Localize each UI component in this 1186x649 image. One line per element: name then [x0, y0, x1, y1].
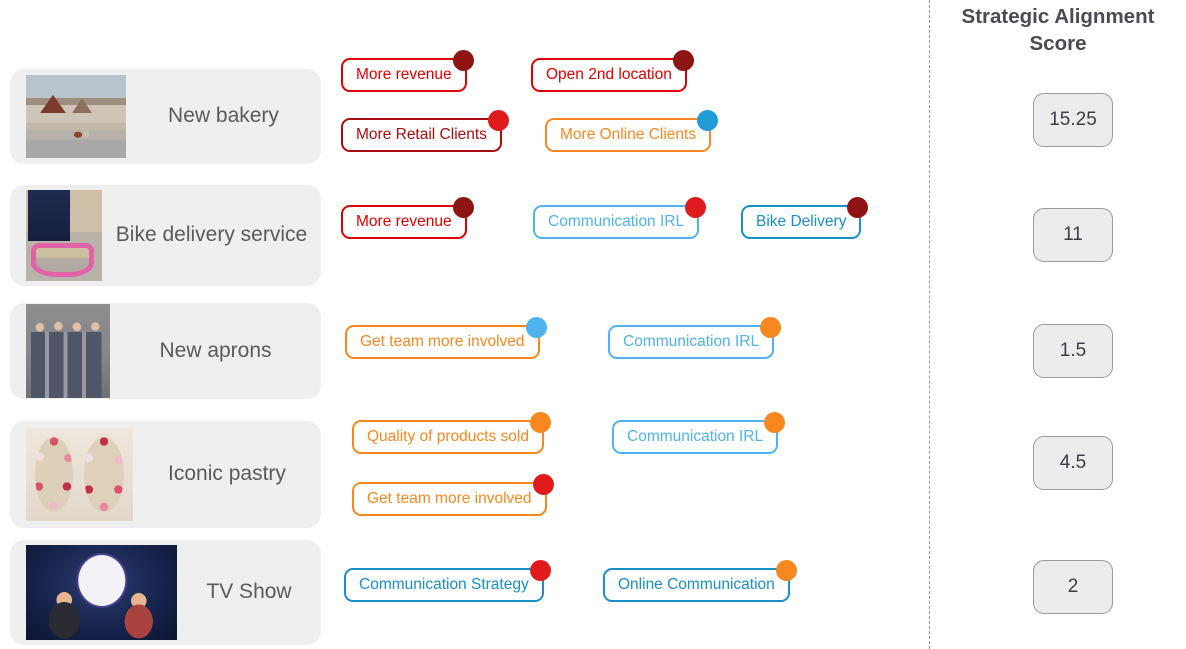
- objective-tag[interactable]: Get team more involved: [345, 317, 547, 359]
- score-value: 1.5: [1059, 340, 1087, 361]
- strategic-alignment-score-box: 1.5: [1033, 324, 1113, 378]
- score-header-line-2: Score: [1029, 31, 1087, 55]
- objective-tag-label: More Retail Clients: [356, 126, 487, 143]
- objective-tag-label: Quality of products sold: [367, 428, 529, 445]
- strategic-alignment-score-box: 11: [1033, 208, 1113, 262]
- project-card[interactable]: TV Show: [10, 540, 321, 645]
- tag-status-dot: [775, 560, 797, 581]
- tag-status-dot: [487, 110, 509, 131]
- score-value: 15.25: [1049, 109, 1097, 130]
- objective-tag-label: Communication IRL: [548, 213, 685, 230]
- score-column: Strategic Alignment Score 15.25 11 1.5 4.5 2: [930, 0, 1186, 649]
- project-card[interactable]: Bike delivery service: [10, 185, 321, 286]
- objective-tag[interactable]: More Online Clients: [545, 110, 719, 152]
- objective-tag-label: Get team more involved: [360, 333, 525, 350]
- objective-tag-label: Bike Delivery: [756, 213, 847, 230]
- objective-tag[interactable]: Communication IRL: [608, 317, 782, 359]
- tag-status-dot: [685, 197, 707, 218]
- objective-tag-label: More Online Clients: [560, 126, 697, 143]
- objective-tag[interactable]: Communication IRL: [533, 197, 707, 239]
- score-value: 2: [1067, 576, 1079, 597]
- tag-status-dot: [532, 474, 554, 495]
- strategic-alignment-score-box: 4.5: [1033, 436, 1113, 490]
- objective-tag[interactable]: Online Communication: [603, 560, 797, 602]
- project-name: New aprons: [159, 338, 272, 362]
- vertical-dashed-divider: [929, 0, 930, 649]
- tag-status-dot: [529, 412, 551, 433]
- score-column-header: Strategic Alignment Score: [930, 4, 1186, 57]
- tag-status-dot: [764, 412, 786, 433]
- tag-status-dot: [697, 110, 719, 131]
- project-name: New bakery: [168, 104, 279, 128]
- objective-tag-label: Online Communication: [618, 576, 775, 593]
- project-card[interactable]: New bakery: [10, 69, 321, 164]
- objective-tag[interactable]: More revenue: [341, 197, 474, 239]
- objective-tag-label: Communication IRL: [627, 428, 764, 445]
- strategic-alignment-score-box: 15.25: [1033, 93, 1113, 147]
- objective-tag-label: Get team more involved: [367, 490, 532, 507]
- tv-show-thumbnail: [26, 545, 177, 640]
- objective-tag-label: More revenue: [356, 66, 452, 83]
- tag-status-dot: [525, 317, 547, 338]
- strategic-alignment-score-box: 2: [1033, 560, 1113, 614]
- objective-tag[interactable]: Get team more involved: [352, 474, 554, 516]
- tag-status-dot: [847, 197, 869, 218]
- objective-tag[interactable]: Open 2nd location: [531, 50, 694, 92]
- tag-status-dot: [452, 197, 474, 218]
- tag-status-dot: [760, 317, 782, 338]
- score-value: 11: [1063, 224, 1083, 245]
- score-value: 4.5: [1059, 452, 1087, 473]
- objective-tag[interactable]: Bike Delivery: [741, 197, 869, 239]
- objective-tag-label: Communication Strategy: [359, 576, 529, 593]
- objective-tag[interactable]: Communication IRL: [612, 412, 786, 454]
- objective-tag[interactable]: More revenue: [341, 50, 474, 92]
- bakery-thumbnail: [26, 75, 126, 158]
- objective-tag-label: Open 2nd location: [546, 66, 672, 83]
- pastry-thumbnail: [26, 428, 133, 521]
- bike-delivery-thumbnail: [26, 190, 102, 281]
- score-header-line-1: Strategic Alignment: [961, 5, 1155, 28]
- project-name: Iconic pastry: [168, 462, 286, 486]
- objective-tag[interactable]: Quality of products sold: [352, 412, 551, 454]
- project-name: TV Show: [206, 580, 292, 604]
- tag-status-dot: [529, 560, 551, 581]
- project-name: Bike delivery service: [115, 223, 308, 247]
- aprons-thumbnail: [26, 304, 110, 398]
- objective-tag[interactable]: More Retail Clients: [341, 110, 509, 152]
- tag-status-dot: [452, 50, 474, 71]
- objective-tag[interactable]: Communication Strategy: [344, 560, 551, 602]
- objective-tag-label: More revenue: [356, 213, 452, 230]
- project-card[interactable]: New aprons: [10, 303, 321, 399]
- tag-status-dot: [672, 50, 694, 71]
- project-card[interactable]: Iconic pastry: [10, 421, 321, 528]
- objective-tag-label: Communication IRL: [623, 333, 760, 350]
